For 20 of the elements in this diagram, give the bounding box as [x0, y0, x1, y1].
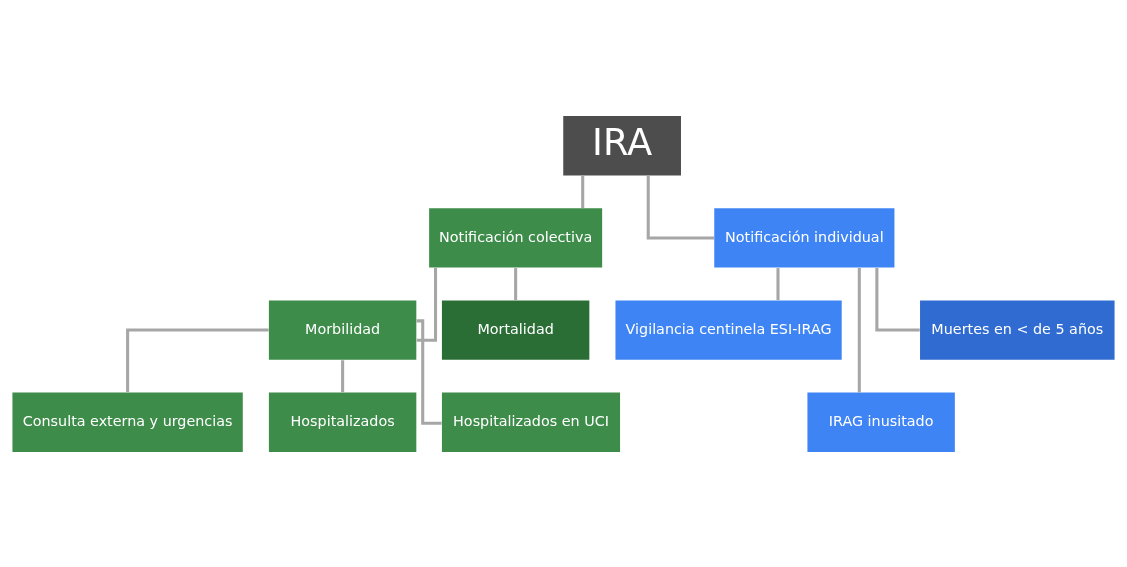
connector — [776, 267, 780, 300]
connector — [126, 328, 269, 392]
node-box: Hospitalizados — [268, 392, 417, 452]
connector — [857, 267, 861, 392]
node-box: Muertes en < de 5 años — [920, 299, 1115, 360]
node-box: IRA — [563, 115, 681, 175]
node-box: Consulta externa y urgencias — [12, 392, 243, 452]
node-box: Vigilancia centinela ESI-IRAG — [615, 299, 842, 360]
node-box: Mortalidad — [441, 299, 590, 360]
connector — [514, 267, 518, 300]
connector — [646, 175, 714, 239]
node-box: Notificación colectiva — [429, 207, 603, 268]
node-box: Hospitalizados en UCI — [441, 392, 621, 452]
connector — [581, 175, 585, 208]
connector — [341, 359, 345, 392]
node-box: Notificación individual — [714, 207, 895, 268]
connector — [416, 267, 438, 342]
node-box: IRAG inusitado — [807, 392, 955, 452]
node-box: Morbilidad — [268, 299, 417, 360]
connector — [875, 267, 920, 332]
